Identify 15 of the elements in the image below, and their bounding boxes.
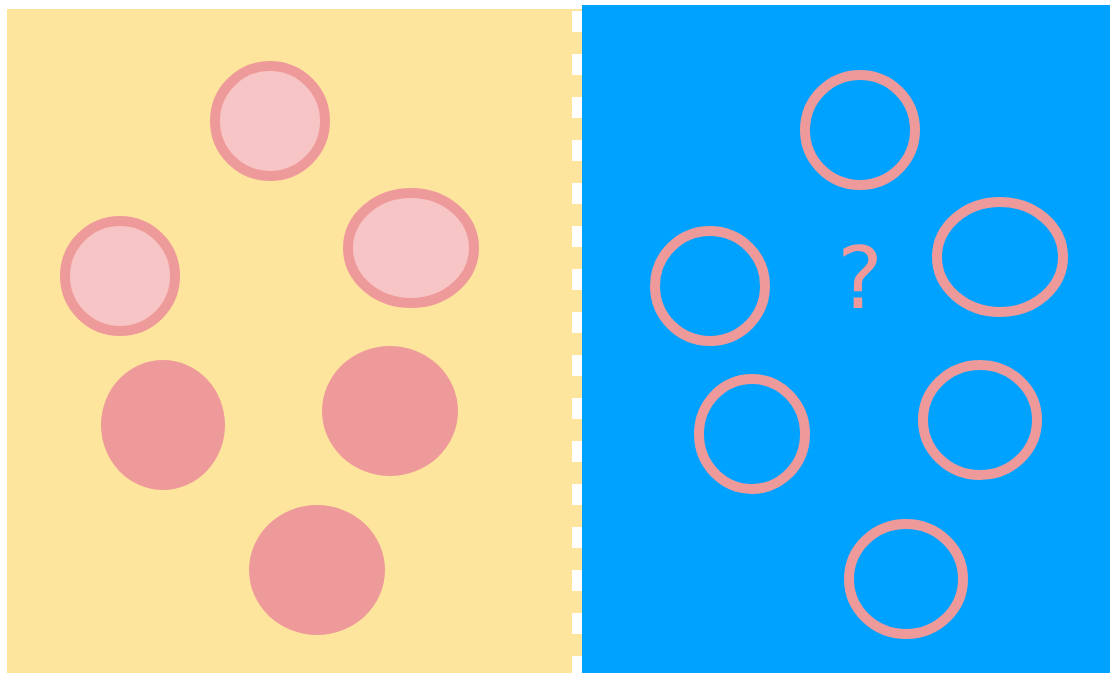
- empty-circle: [918, 360, 1042, 480]
- filled-circle: [249, 505, 385, 635]
- question-mark: ?: [836, 235, 884, 321]
- empty-circle: [844, 519, 968, 639]
- right-panel: [582, 5, 1110, 673]
- empty-circle: [694, 374, 810, 494]
- filled-circle: [101, 360, 225, 490]
- light-circle: [60, 216, 180, 336]
- empty-circle: [932, 197, 1068, 317]
- filled-circle: [322, 346, 458, 476]
- empty-circle: [650, 226, 770, 346]
- left-panel: [7, 9, 582, 673]
- light-circle: [210, 61, 330, 181]
- empty-circle: [800, 70, 920, 190]
- light-circle: [343, 188, 479, 308]
